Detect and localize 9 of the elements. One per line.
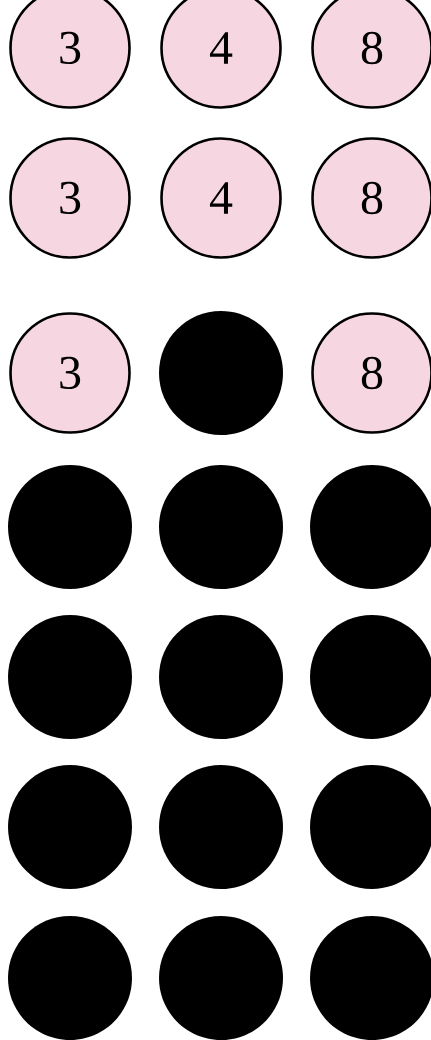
filled-circle bbox=[159, 615, 283, 739]
filled-circle bbox=[159, 311, 283, 435]
filled-circle bbox=[8, 765, 132, 889]
filled-circle bbox=[159, 916, 283, 1040]
filled-circle bbox=[8, 465, 132, 589]
filled-circle bbox=[8, 615, 132, 739]
filled-circle bbox=[159, 765, 283, 889]
filled-circle bbox=[159, 465, 283, 589]
filled-circle bbox=[8, 916, 132, 1040]
